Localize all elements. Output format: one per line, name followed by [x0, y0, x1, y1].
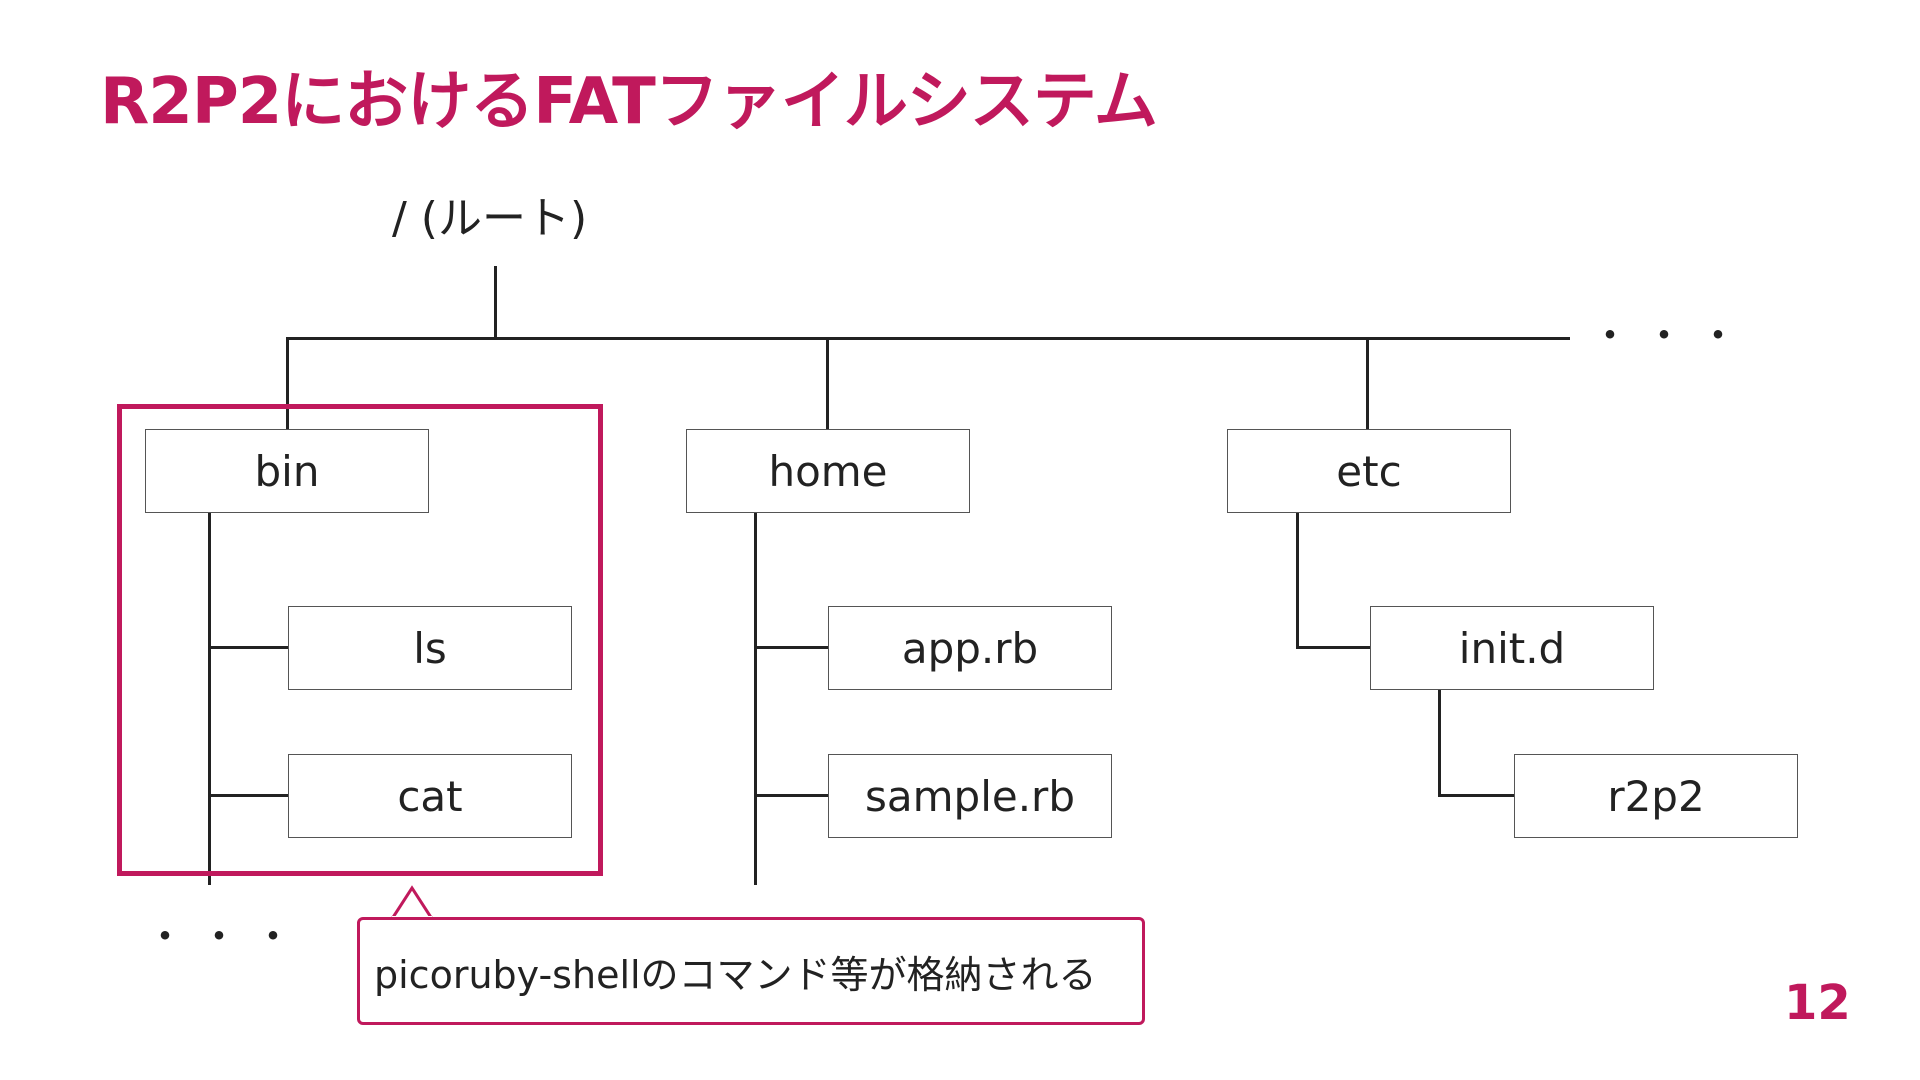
cat-connector — [208, 794, 288, 797]
page-number: 12 — [1784, 975, 1851, 1031]
home-directory-node: home — [686, 429, 970, 513]
app-rb-connector — [754, 646, 828, 649]
top-level-bus — [286, 337, 1570, 340]
home-child-trunk — [754, 513, 757, 885]
more-siblings-ellipsis: ・・・ — [1590, 313, 1752, 359]
bin-child-trunk — [208, 513, 211, 885]
init-d-connector — [1296, 646, 1370, 649]
etc-connector — [1366, 337, 1369, 430]
etc-directory-node: etc — [1227, 429, 1511, 513]
init-d-directory-node: init.d — [1370, 606, 1654, 690]
cat-file-node: cat — [288, 754, 572, 838]
sample-rb-file-node: sample.rb — [828, 754, 1112, 838]
ls-connector — [208, 646, 288, 649]
bin-directory-node: bin — [145, 429, 429, 513]
r2p2-file-node: r2p2 — [1514, 754, 1798, 838]
ls-file-node: ls — [288, 606, 572, 690]
callout-note: picoruby-shellのコマンド等が格納される — [357, 917, 1145, 1025]
callout-text: picoruby-shellのコマンド等が格納される — [374, 952, 1097, 997]
etc-child-trunk — [1296, 513, 1299, 648]
r2p2-connector — [1438, 794, 1514, 797]
root-directory-label: / (ルート) — [392, 193, 588, 244]
root-connector — [494, 266, 497, 339]
init-d-child-trunk — [1438, 690, 1441, 796]
more-children-ellipsis: ・・・ — [145, 914, 307, 960]
bin-highlight-box — [117, 404, 603, 876]
app-rb-file-node: app.rb — [828, 606, 1112, 690]
sample-rb-connector — [754, 794, 828, 797]
slide-title: R2P2におけるFATファイルシステム — [100, 65, 1158, 139]
bin-connector — [286, 337, 289, 430]
home-connector — [826, 337, 829, 430]
